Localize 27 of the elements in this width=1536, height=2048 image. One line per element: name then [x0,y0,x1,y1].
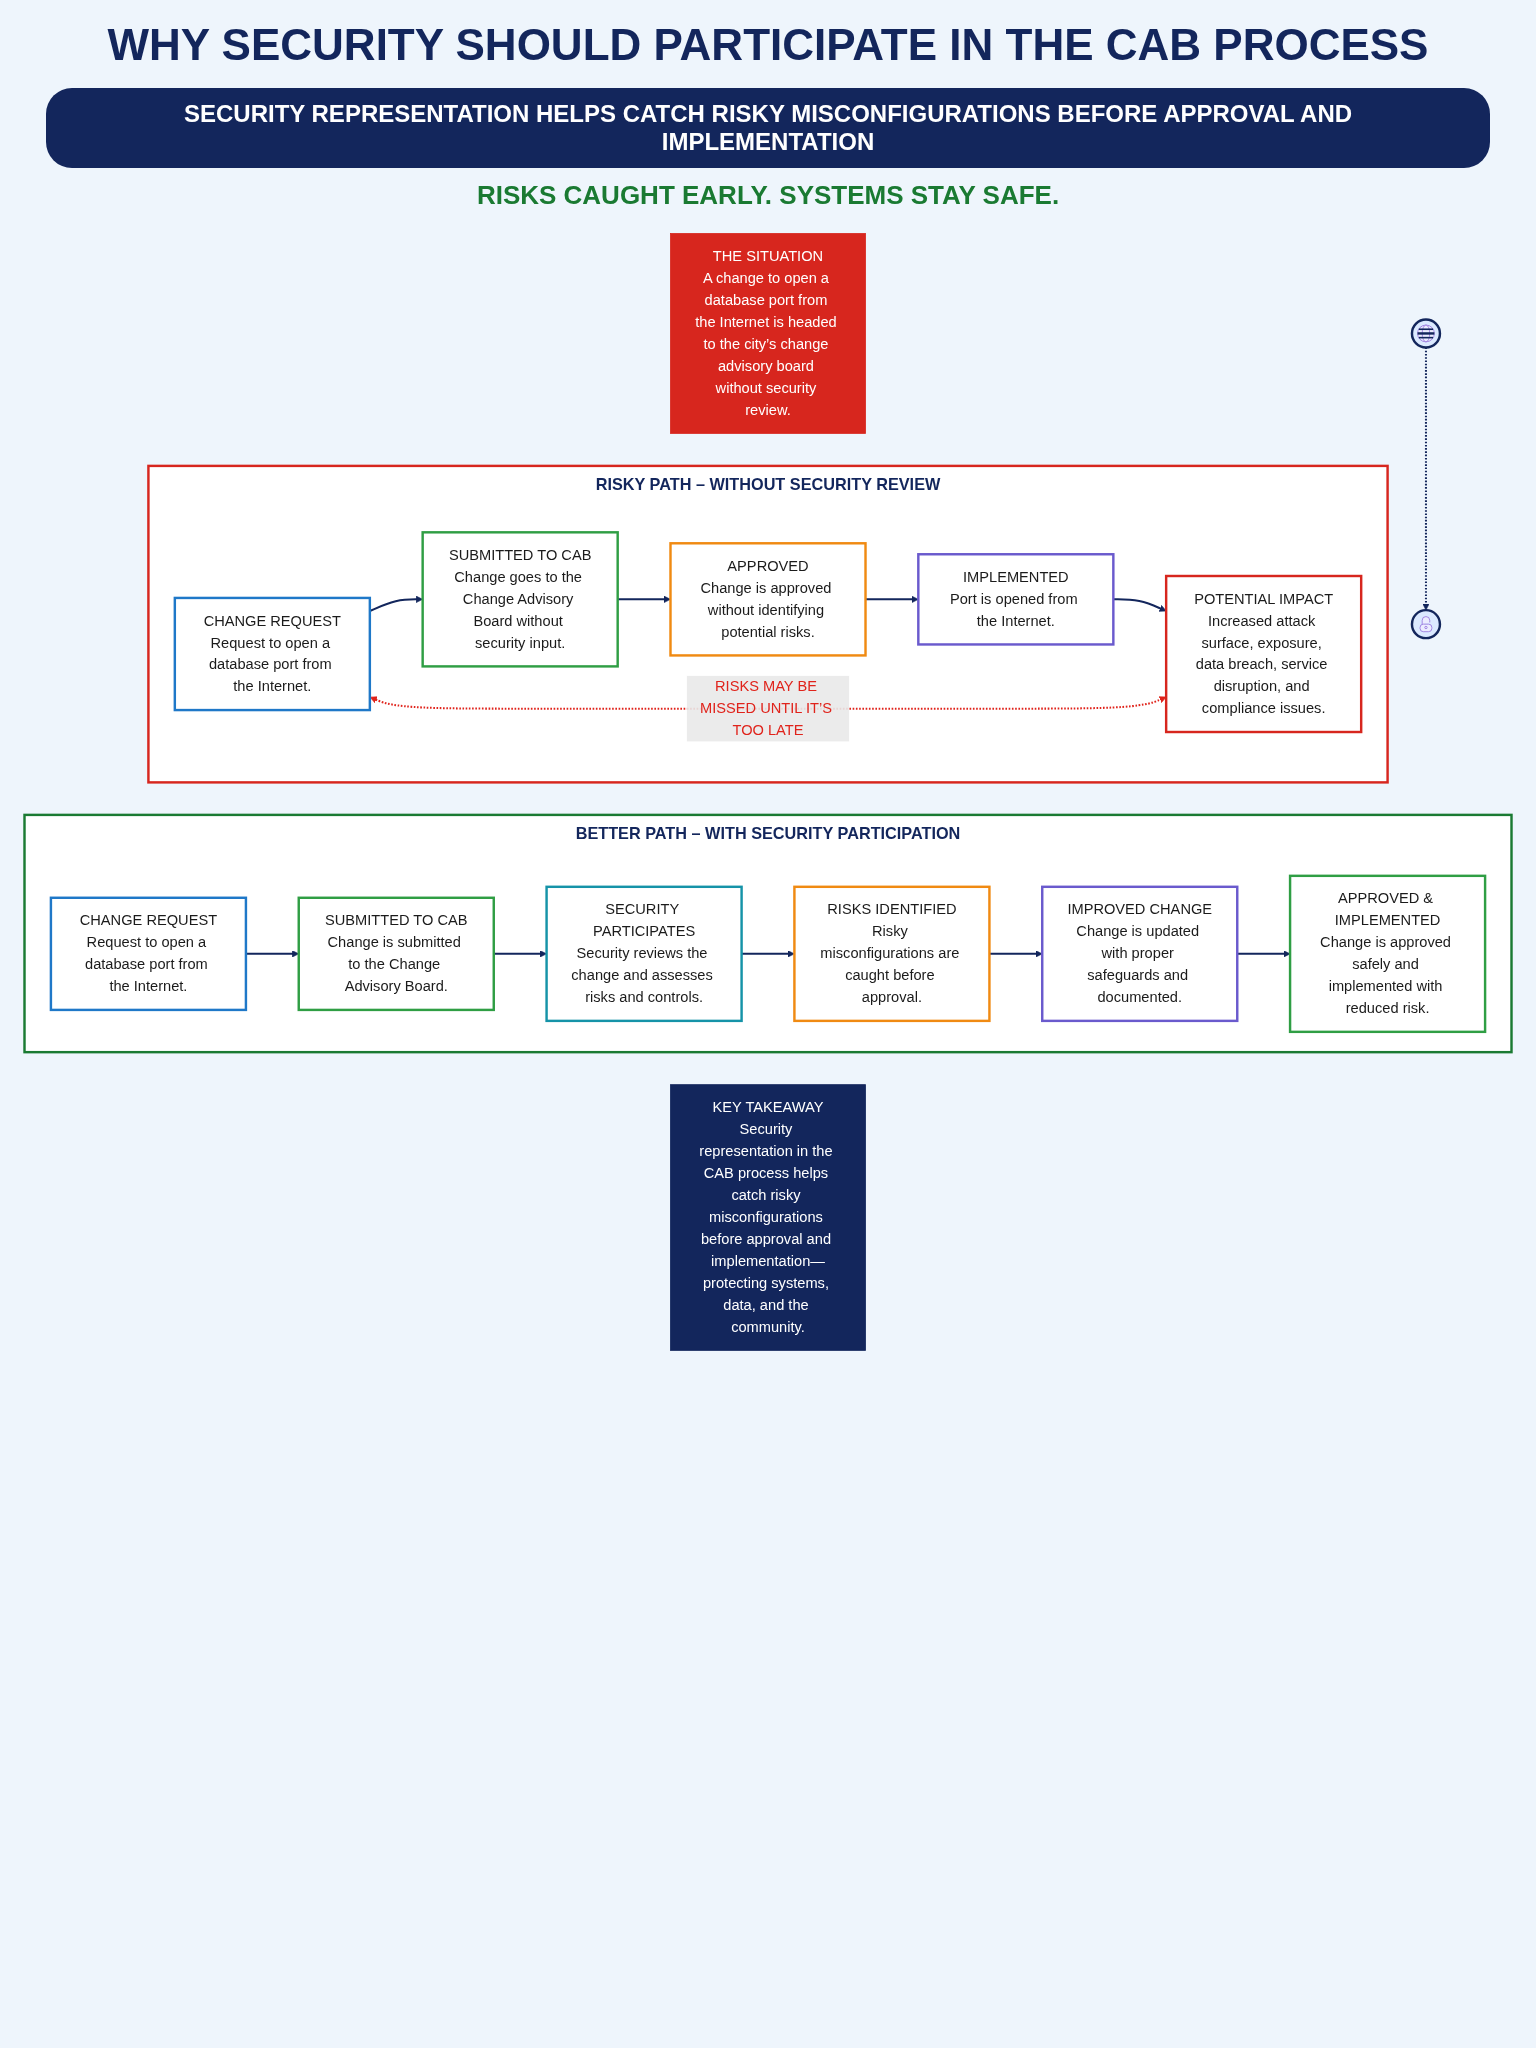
arrow [493,950,547,958]
node-box: SUBMITTED TO CAB Change is submitted to the Change Advisory Board. [297,896,495,1012]
node-box: SECURITY PARTICIPATES Security reviews the change and assesses risks and controls. [545,885,743,1023]
node-box: CHANGE REQUEST Request to open a database port from the Internet. [49,896,248,1012]
node-box: RISKS IDENTIFIED Risky misconfigurations are caught before approval. [793,885,991,1023]
arrow [865,595,919,603]
arrow [1113,598,1167,612]
node-box: CHANGE REQUEST Request to open a database port from the Internet. [173,596,372,712]
node-box: SUBMITTED TO CAB Change goes to the Change Advisory Board without security input. [421,531,619,668]
arrow [617,595,671,603]
arrow [989,950,1043,958]
node-picture [1410,608,1442,640]
arrow [741,950,795,958]
node-box: APPROVED Change is approved without identifying potential risks. [669,542,867,657]
note-text: RISKS CAUGHT EARLY. SYSTEMS STAY SAFE. [475,180,1061,211]
title: WHY SECURITY SHOULD PARTICIPATE IN THE CAB PROCESS [106,20,1430,70]
arrow [1237,950,1291,958]
node-box: APPROVED & IMPLEMENTED Change is approved safely and implemented with reduced risk. [1288,874,1487,1034]
node-box: IMPLEMENTED Port is opened from the Internet. [917,553,1115,646]
node-box: KEY TAKEAWAY Security representation in the CAB process helps catch risky misconfigurations before approval and implementation—protecting systems, data, and the community. [670,1084,866,1351]
arrow [369,595,423,612]
node-picture [1410,318,1442,349]
edge-label: RISKS MAY BE MISSED UNTIL IT’S TOO LATE [700,678,832,739]
node-box: IMPROVED CHANGE Change is updated with proper safeguards and documented. [1041,885,1239,1023]
node-box: THE SITUATION A change to open a database port from the Internet is headed to the city’s change advisory board without security review. [670,233,866,434]
subtitle-banner: SECURITY REPRESENTATION HELPS CATCH RISKY MISCONFIGURATIONS BEFORE APPROVAL AND IMPLEMENTATION [46,88,1490,168]
node-box: POTENTIAL IMPACT Increased attack surface, exposure, data breach, service disruption, and compliance issues. [1164,574,1363,734]
